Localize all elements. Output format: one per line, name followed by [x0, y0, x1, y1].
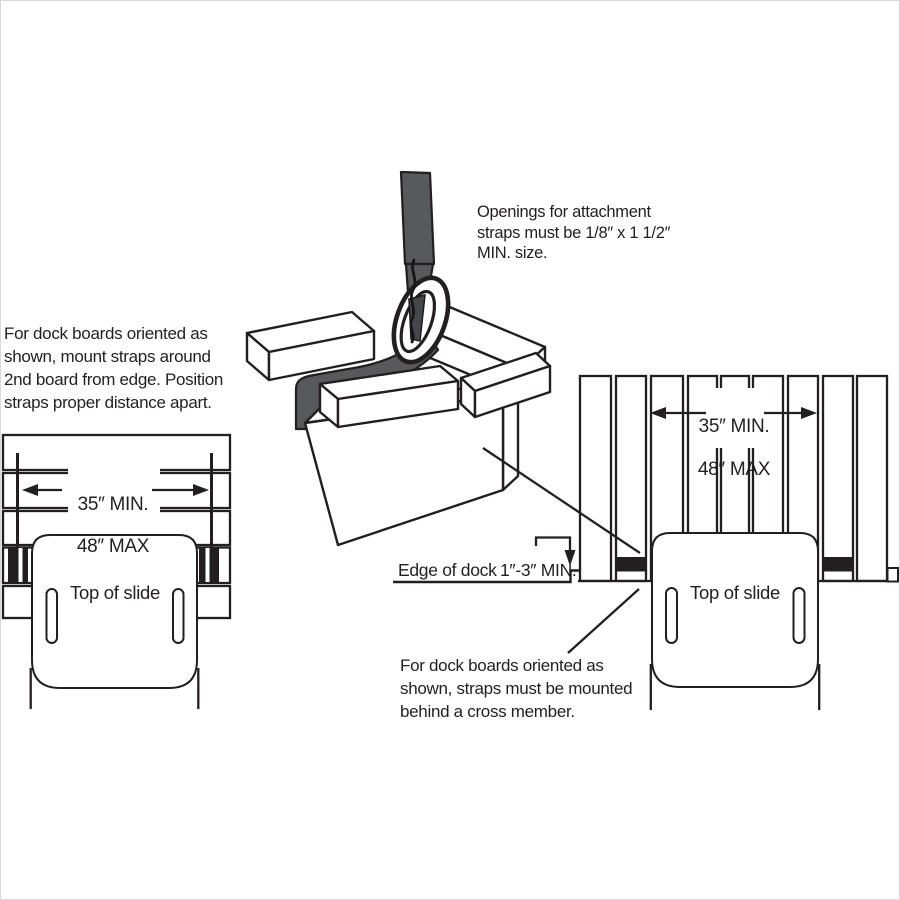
min-distance-indicator	[534, 536, 576, 566]
strap-knot	[408, 258, 426, 344]
board-3d-back-left	[245, 310, 376, 382]
right-dimension-label: 35″ MIN. 48″ MAX	[661, 394, 807, 502]
slide-slot	[792, 587, 806, 644]
edge-of-dock-label: Edge of dock	[398, 560, 497, 580]
left-dock-diagram	[1, 433, 232, 709]
board-3d-front-left	[318, 364, 460, 429]
strap-mark-left	[8, 548, 28, 582]
slide-rails	[649, 664, 821, 710]
leader-line-from-note	[567, 588, 640, 654]
leader-lines	[482, 447, 641, 654]
slide-plate	[31, 534, 198, 689]
slide-rails	[29, 668, 200, 709]
dimension-arrow-left	[22, 484, 62, 496]
edge-distance-label: 1″-3″ MIN.	[500, 560, 577, 580]
slide-slot	[665, 587, 678, 644]
dock-edge-line	[393, 569, 580, 584]
strap-3d-illustration	[245, 170, 552, 547]
dimension-max: 48″ MAX	[697, 458, 771, 480]
strap-mark-right	[199, 548, 219, 582]
top-of-slide-label-right: Top of slide	[690, 582, 780, 603]
slide-slot	[45, 588, 58, 644]
left-dimension-label: 35″ MIN. 48″ MAX	[40, 473, 186, 578]
dock-edge-notch	[886, 567, 899, 583]
top-of-slide-label-left: Top of slide	[70, 582, 160, 603]
strap-lines	[16, 453, 213, 548]
openings-note: Openings for attachment straps must be 1…	[477, 203, 671, 262]
slide-plate	[651, 532, 819, 688]
leader-line-to-strap	[482, 447, 641, 554]
right-dock-diagram	[393, 374, 899, 710]
dimension-arrow-right	[764, 407, 817, 419]
strap-mark-left	[616, 557, 646, 572]
slide-slot	[172, 588, 185, 644]
right-instruction-note: For dock boards oriented as shown, strap…	[400, 656, 633, 721]
dimension-max: 48″ MAX	[76, 536, 150, 557]
left-instruction-note: For dock boards oriented as shown, mount…	[4, 324, 224, 412]
dimension-min: 35″ MIN.	[698, 415, 770, 437]
board-3d-front-right	[459, 351, 552, 419]
dimension-arrow-left	[650, 407, 706, 419]
strap-mark-right	[823, 557, 853, 572]
dimension-min: 35″ MIN.	[77, 494, 149, 515]
dimension-arrow-right	[152, 484, 209, 496]
